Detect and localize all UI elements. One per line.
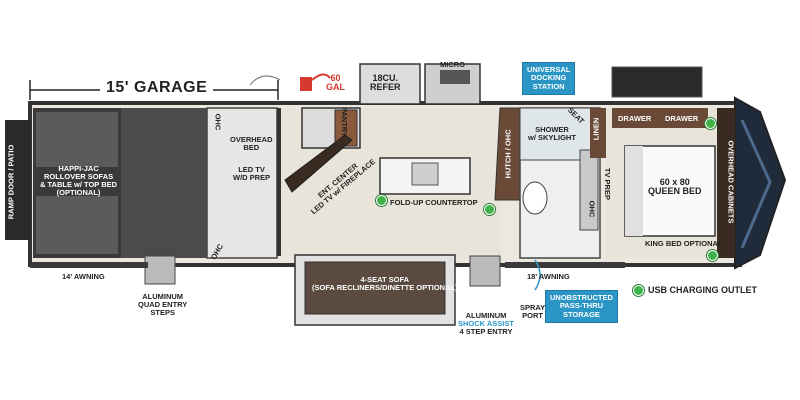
garage-floor xyxy=(121,108,207,258)
wardrobe-top xyxy=(611,66,703,98)
shock-line1: ALUMINUM xyxy=(465,311,507,320)
tv-prep-label: TV PREP xyxy=(602,167,612,200)
usb-outlet-4 xyxy=(707,250,718,261)
ramp-door-label: RAMP DOOR / PATIO xyxy=(6,144,16,220)
king-bed-label: KING BED OPTIONAL xyxy=(645,239,723,248)
sofa-label: 4-SEAT SOFA (SOFA RECLINERS/DINETTE OPTI… xyxy=(312,275,458,292)
drawers xyxy=(612,108,708,128)
fuel-capacity: 60 GAL xyxy=(326,73,345,93)
awning-right-label: 18' AWNING xyxy=(527,272,570,281)
drawer2-label: DRAWER xyxy=(665,114,699,123)
fuel-unit: GAL xyxy=(326,82,345,93)
garage-label: 15' GARAGE xyxy=(100,79,214,97)
shock-line3: 4 STEP ENTRY xyxy=(459,326,513,336)
usb-legend-label: USB CHARGING OUTLET xyxy=(648,285,757,295)
shower-label: SHOWER w/ SKYLIGHT xyxy=(528,125,576,142)
micro-label: MICRO xyxy=(440,60,465,69)
fuel-amount: 60 xyxy=(330,73,341,83)
usb-outlet-3 xyxy=(705,118,716,129)
island-label: FOLD-UP COUNTERTOP xyxy=(390,198,478,207)
hutch-label: HUTCH / OHC xyxy=(503,129,513,179)
docking-station-badge: UNIVERSAL DOCKING STATION xyxy=(522,62,576,95)
queen-bed-label: 60 x 80 QUEEN BED xyxy=(648,177,702,197)
pass-thru-storage-badge: UNOBSTRUCTED PASS-THRU STORAGE xyxy=(545,290,618,323)
usb-outlet-2 xyxy=(484,204,495,215)
linen-label: LINEN xyxy=(591,117,601,141)
quad-steps-label: ALUMINUM QUAD ENTRY STEPS xyxy=(138,292,188,317)
overhead-cabinets-label: OVERHEAD CABINETS xyxy=(726,140,736,224)
overhead-bed-label: OVERHEAD BED xyxy=(230,135,273,152)
usb-outlet-1 xyxy=(376,195,387,206)
drawer1-label: DRAWER xyxy=(618,114,652,123)
spray-port-label: SPRAY PORT xyxy=(520,303,546,320)
ramp-door xyxy=(5,120,31,240)
ohc-top-label: OHC xyxy=(213,113,223,131)
bath-ohc-label: OHC xyxy=(587,200,597,218)
refer-box xyxy=(359,63,421,105)
refer-label: 18CU. REFER xyxy=(370,73,401,93)
shock-assist-label: ALUMINUM SHOCK ASSIST 4 STEP ENTRY xyxy=(458,312,514,336)
pantry-label: PANTRY xyxy=(339,106,349,137)
usb-legend-dot xyxy=(633,285,644,296)
awning-left-label: 14' AWNING xyxy=(62,272,105,281)
led-tv-label: LED TV W/D PREP xyxy=(233,165,271,182)
shock-line2: SHOCK ASSIST xyxy=(458,318,514,328)
happi-jac-label: HAPPI-JAC ROLLOVER SOFAS & TABLE w/ TOP … xyxy=(40,164,118,197)
